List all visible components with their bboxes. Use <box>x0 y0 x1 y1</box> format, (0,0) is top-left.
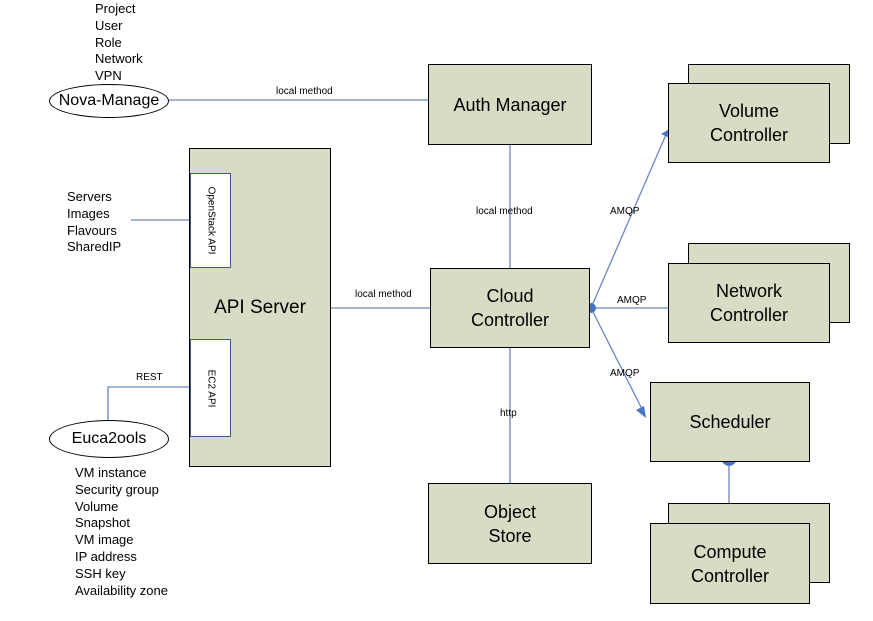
compute-controller-line1: Compute <box>693 541 767 562</box>
edge-label-nova-auth: local method <box>276 86 333 97</box>
euca2ools-item: SSH key <box>75 565 126 581</box>
auth-manager-label: Auth Manager <box>453 94 567 115</box>
edge-label-api-cloud: local method <box>355 289 412 300</box>
edge-rest <box>107 386 190 420</box>
nova-manage-label: Nova-Manage <box>58 92 160 109</box>
nova-manage-item: Network <box>95 51 143 67</box>
auth-manager-node[interactable]: Auth Manager <box>428 64 592 145</box>
euca2ools-item: Security group <box>75 481 159 497</box>
euca2ools-item: Availability zone <box>75 582 168 598</box>
ec2-api-label: EC2 API <box>205 369 216 407</box>
object-store-node[interactable]: Object Store <box>428 483 592 564</box>
openstack-item: Flavours <box>67 222 117 238</box>
cloud-controller-node[interactable]: Cloud Controller <box>430 268 590 348</box>
object-store-line1: Object <box>483 501 537 522</box>
euca2ools-item: VM instance <box>75 465 147 480</box>
openstack-item: Servers <box>67 189 112 204</box>
nova-manage-item: VPN <box>95 68 122 84</box>
euca2ools-item: IP address <box>75 548 137 564</box>
compute-controller-line2: Controller <box>690 565 770 586</box>
nova-manage-item: Project <box>95 1 136 16</box>
nova-manage-item: User <box>95 17 123 33</box>
api-server-label: API Server <box>214 296 306 318</box>
compute-controller-node[interactable]: Compute Controller <box>650 523 810 604</box>
euca2ools-node[interactable]: Euca2ools <box>49 420 169 458</box>
euca2ools-item: Snapshot <box>75 515 130 531</box>
openstack-item: SharedIP <box>67 239 122 255</box>
edge-label-rest: REST <box>136 372 163 383</box>
arrow-volume <box>661 130 670 138</box>
openstack-api-label: OpenStack API <box>205 186 217 255</box>
volume-controller-line1: Volume <box>718 101 780 121</box>
nova-manage-node[interactable]: Nova-Manage <box>49 84 169 118</box>
euca2ools-item: VM image <box>75 532 134 548</box>
network-controller-line2: Controller <box>709 305 789 325</box>
edge-amqp-scheduler <box>590 307 646 416</box>
scheduler-node[interactable]: Scheduler <box>650 382 810 462</box>
edge-label-auth-cloud: local method <box>476 206 533 217</box>
nova-manage-list: Project User Role Network VPN <box>95 1 143 85</box>
edge-label-http: http <box>500 408 517 419</box>
edge-label-amqp-scheduler: AMQP <box>610 368 640 379</box>
volume-controller-line2: Controller <box>709 125 789 145</box>
cloud-controller-line1: Cloud <box>486 286 534 306</box>
openstack-list: Servers Images Flavours SharedIP <box>67 189 121 256</box>
network-controller-line1: Network <box>715 281 782 301</box>
nova-manage-item: Role <box>95 34 122 50</box>
arrow-scheduler <box>636 406 646 418</box>
euca2ools-label: Euca2ools <box>71 430 147 447</box>
euca2ools-item: Volume <box>75 498 119 514</box>
object-store-line2: Store <box>488 525 532 546</box>
edge-label-amqp-volume: AMQP <box>610 206 640 217</box>
openstack-item: Images <box>67 205 110 221</box>
cloud-controller-line2: Controller <box>470 310 550 330</box>
network-controller-node[interactable]: Network Controller <box>668 263 830 343</box>
euca2ools-list: VM instance Security group Volume Snapsh… <box>75 465 168 599</box>
edge-label-amqp-network: AMQP <box>617 295 647 306</box>
openstack-api-tab[interactable]: OpenStack API <box>190 173 231 268</box>
ec2-api-tab[interactable]: EC2 API <box>190 339 231 437</box>
edge-amqp-volume <box>590 129 669 309</box>
volume-controller-node[interactable]: Volume Controller <box>668 83 830 163</box>
scheduler-label: Scheduler <box>689 412 771 432</box>
